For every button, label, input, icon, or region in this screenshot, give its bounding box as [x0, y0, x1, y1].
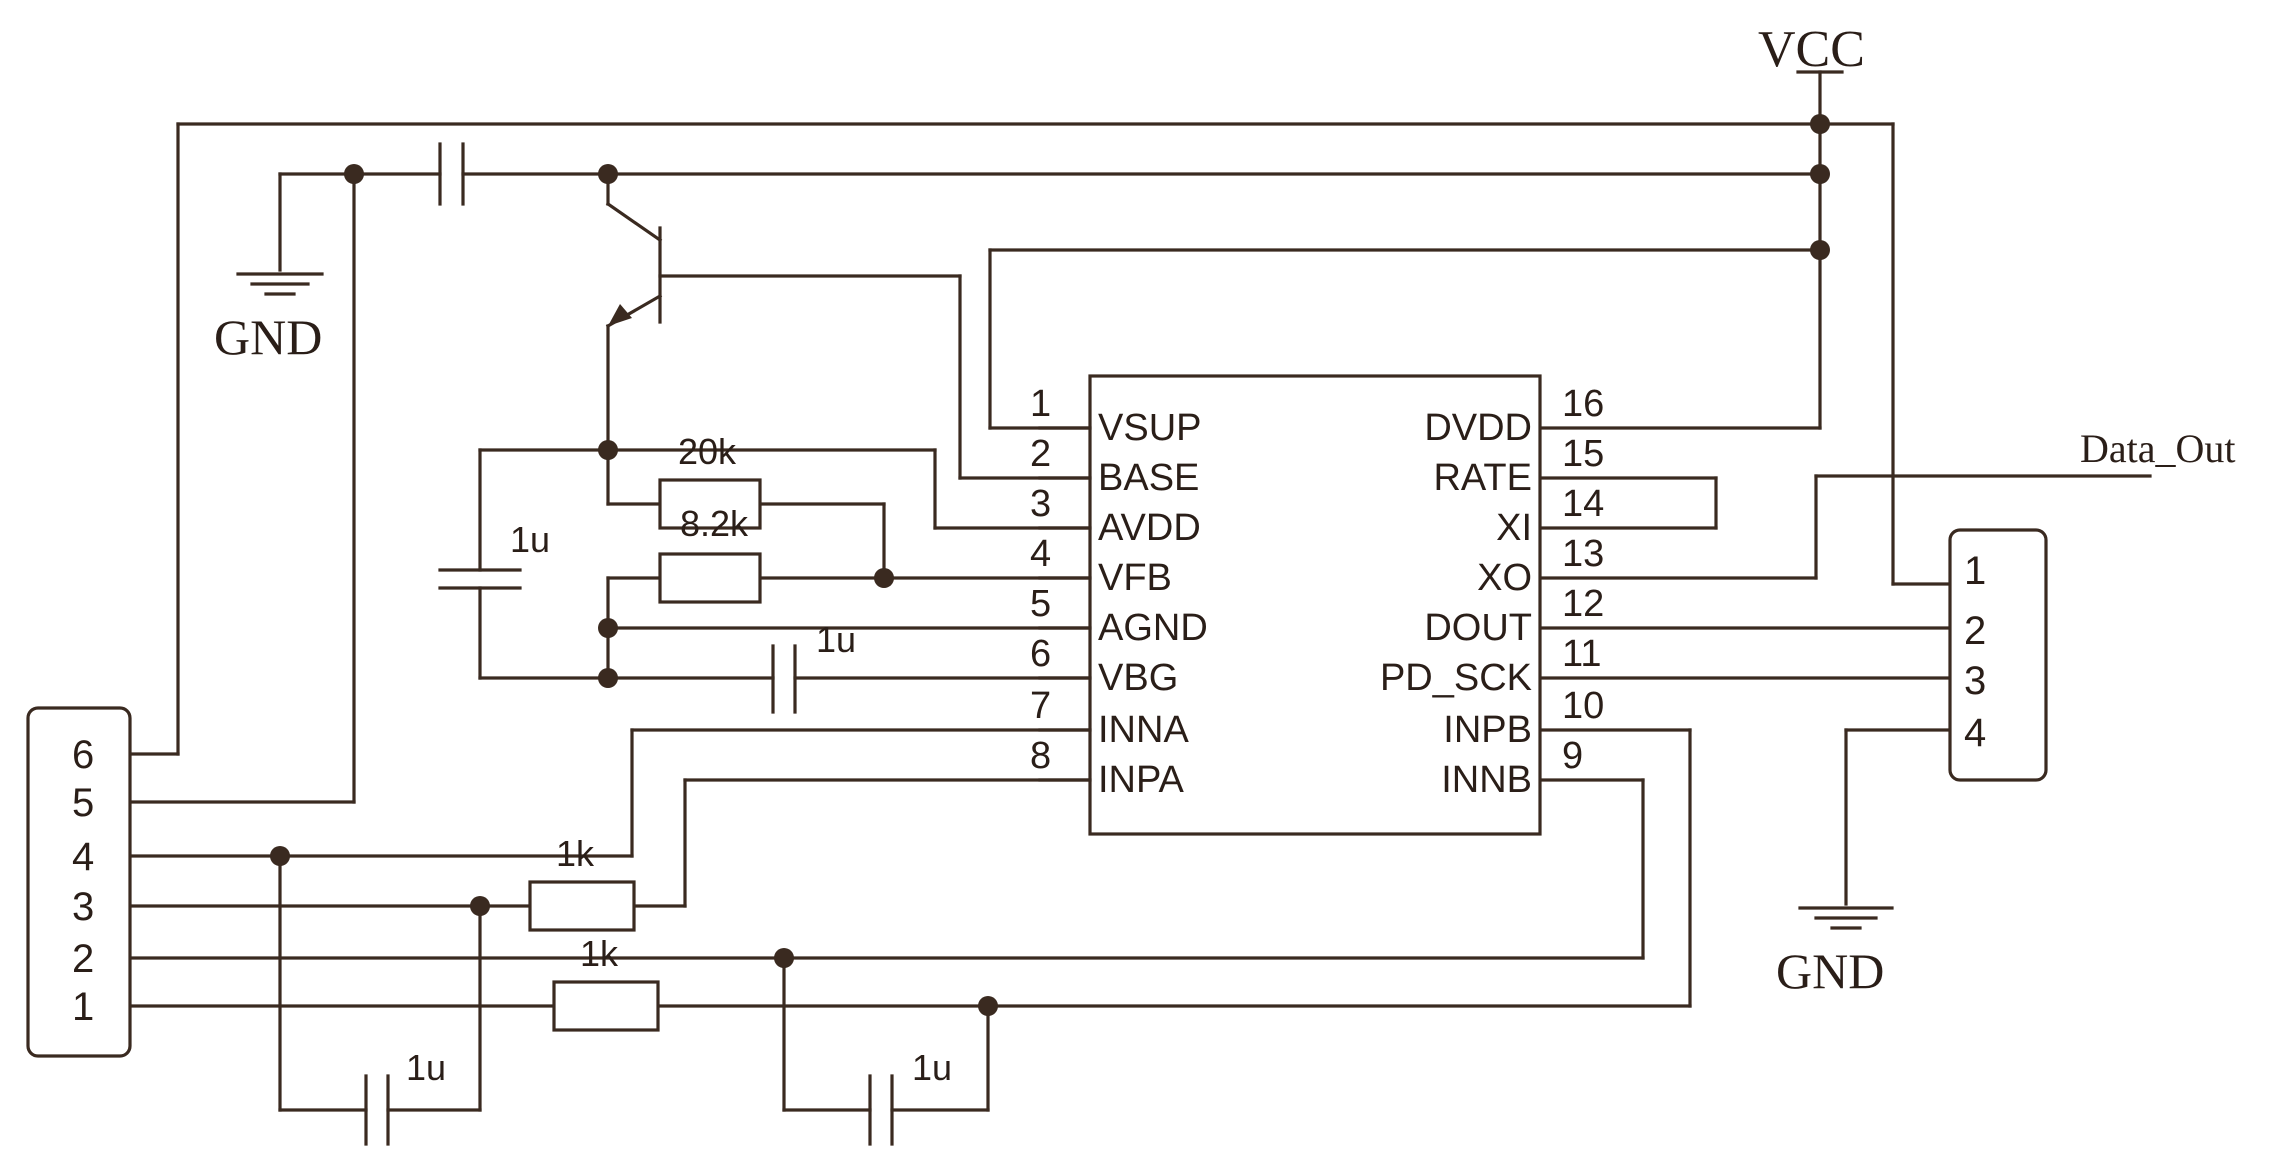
gnd-label-left: GND [214, 309, 322, 365]
gnd-label-right: GND [1776, 943, 1884, 999]
capacitor-gnd-vcc [438, 142, 465, 206]
left-connector-pin-number: 3 [72, 885, 94, 929]
label-c-vbg: 1u [816, 619, 856, 660]
ic-pin-number: 12 [1562, 583, 1604, 625]
label-r-20k: 20k [678, 431, 737, 472]
transistor-emitter-arrow-icon [608, 304, 632, 326]
label-c-in-a: 1u [406, 1047, 446, 1088]
junction-dots [270, 114, 1830, 1016]
ic-pin-number: 10 [1562, 685, 1604, 727]
label-r-inpa: 1k [556, 833, 595, 874]
resistor-20k [658, 478, 762, 530]
label-c-avdd: 1u [510, 519, 550, 560]
ic-pin-number: 14 [1562, 483, 1604, 525]
ic-pin-number: 2 [1030, 433, 1051, 475]
ic-pin-name: XO [1477, 557, 1532, 599]
ic-pin-number: 4 [1030, 533, 1051, 575]
left-connector-body [26, 706, 132, 1058]
ic-pin-name: DOUT [1424, 607, 1532, 649]
resistor-8k2 [658, 552, 762, 604]
ground-symbol-right [1798, 906, 1894, 930]
ic-pin-number: 16 [1562, 383, 1604, 425]
ic-pin-name: BASE [1098, 457, 1199, 499]
ic-pin-number: 9 [1562, 735, 1583, 777]
label-c-in-b: 1u [912, 1047, 952, 1088]
left-connector-pin-number: 6 [72, 733, 94, 777]
right-connector-body [1948, 528, 2048, 782]
left-connector-pin-number: 1 [72, 985, 94, 1029]
ic-pin-number: 15 [1562, 433, 1604, 475]
ic-pin-name: DVDD [1424, 407, 1532, 449]
ic-pin-number: 6 [1030, 633, 1051, 675]
ic-pin-number: 1 [1030, 383, 1051, 425]
ic-pin-name: INNA [1098, 709, 1189, 751]
ic-pin-name: INPB [1443, 709, 1532, 751]
ic-pin-leads [1038, 426, 1092, 782]
capacitor-input-a [364, 1074, 390, 1146]
ground-symbol-left [236, 272, 324, 296]
resistor-1k-inpb [552, 980, 660, 1032]
ic-pin-number: 11 [1562, 633, 1601, 675]
right-connector-pin-number: 3 [1964, 659, 1986, 703]
ic-pin-name: AVDD [1098, 507, 1201, 549]
ic-left-pins: 1 VSUP 2 BASE 3 AVDD 4 VFB 5 AGND 6 VBG … [1030, 383, 1208, 801]
ic-pin-name: PD_SCK [1380, 657, 1532, 699]
ic-pin-name: INPA [1098, 759, 1185, 801]
capacitor-vbg [771, 644, 797, 714]
ic-pin-name: RATE [1433, 457, 1532, 499]
right-connector-pin-number: 2 [1964, 609, 1986, 653]
label-r-8k2: 8.2k [680, 503, 749, 544]
ic-pin-name: AGND [1098, 607, 1208, 649]
ic-right-pins: DVDD 16 RATE 15 XI 14 XO 13 DOUT 12 PD_S… [1380, 383, 1604, 801]
data-out-label: Data_Out [2080, 426, 2236, 471]
resistor-1k-inpa [528, 880, 636, 932]
ic-pin-name: XI [1496, 507, 1532, 549]
ic-pin-name: INNB [1441, 759, 1532, 801]
capacitor-input-b [868, 1074, 894, 1146]
left-connector-pin-number: 5 [72, 781, 94, 825]
left-connector-pin-number: 4 [72, 835, 94, 879]
ic-pin-number: 8 [1030, 735, 1051, 777]
ic-pin-name: VFB [1098, 557, 1172, 599]
right-connector-pins: 1 2 3 4 [1964, 549, 1986, 755]
left-connector-pins: 6 5 4 3 2 1 [72, 733, 94, 1029]
vcc-label: VCC [1758, 21, 1865, 78]
left-connector-pin-number: 2 [72, 937, 94, 981]
ic-pin-number: 7 [1030, 685, 1051, 727]
right-connector-pin-number: 4 [1964, 711, 1986, 755]
capacitor-avdd [438, 568, 522, 590]
ic-pin-number: 5 [1030, 583, 1051, 625]
ic-pin-number: 13 [1562, 533, 1604, 575]
ic-pin-name: VSUP [1098, 407, 1201, 449]
right-connector-pin-number: 1 [1964, 549, 1986, 593]
label-r-inpb: 1k [580, 933, 619, 974]
ic-pin-name: VBG [1098, 657, 1178, 699]
ic-chip-body [1088, 374, 1542, 836]
ic-pin-number: 3 [1030, 483, 1051, 525]
